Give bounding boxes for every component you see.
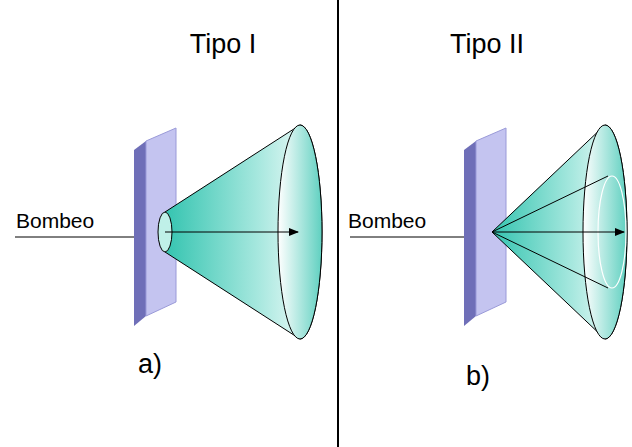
crystal-face [146, 128, 176, 316]
emission-cone [165, 125, 322, 339]
pump-label: Bombeo [16, 209, 94, 232]
pump-beam [15, 237, 150, 238]
pump-arrow [492, 232, 624, 233]
emission-cone [492, 125, 627, 339]
inner-cone-edge [492, 176, 608, 232]
pump-label: Bombeo [348, 209, 426, 232]
crystal-side [464, 141, 476, 326]
panel-title: Tipo II [450, 30, 524, 60]
pump-arrow [165, 232, 298, 233]
crystal-side [134, 141, 146, 326]
crystal-face [476, 128, 506, 316]
type-one-figure [15, 125, 322, 339]
inner-cone-edge [492, 232, 608, 288]
panel-letter: a) [138, 350, 162, 380]
panel-title: Tipo I [190, 30, 257, 60]
divider [337, 0, 339, 447]
panel-letter: b) [466, 362, 490, 392]
